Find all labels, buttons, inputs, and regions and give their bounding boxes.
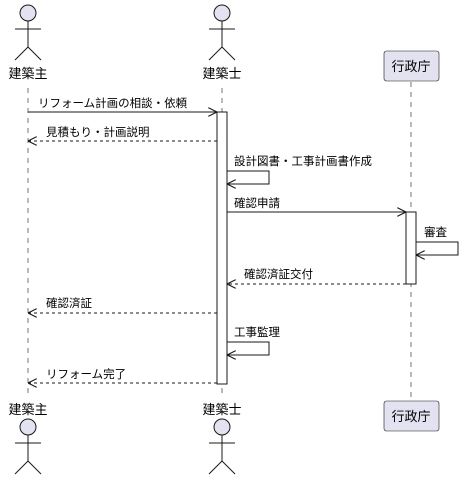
participant-label-owner-top: 建築主 (8, 67, 47, 82)
message-label-5: 審査 (424, 225, 447, 239)
message-arrow-3 (227, 170, 270, 184)
participant-label-admin-top: 行政庁 (391, 60, 430, 75)
message-label-2: 見積もり・計画説明 (46, 125, 150, 139)
message-label-3: 設計図書・工事計画書作成 (234, 154, 372, 168)
message-label-9: リフォーム完了 (46, 367, 126, 381)
activation-architect (216, 111, 228, 385)
participant-label-admin-bottom: 行政庁 (391, 410, 430, 425)
participant-label-owner-bottom: 建築主 (8, 403, 47, 418)
actor-architect-top (208, 4, 236, 61)
message-arrow-8 (227, 341, 270, 355)
actor-architect-bottom (208, 418, 236, 475)
participant-label-architect-bottom: 建築士 (202, 403, 241, 418)
participant-box-admin-bottom (383, 400, 440, 432)
activation-admin (405, 211, 417, 285)
message-label-7: 確認済証 (46, 296, 92, 310)
message-label-6: 確認済証交付 (244, 267, 313, 281)
message-label-4: 確認申請 (234, 196, 280, 210)
message-arrow-5 (416, 241, 459, 255)
actor-owner-top (14, 4, 42, 61)
message-label-1: リフォーム計画の相談・依頼 (38, 96, 188, 110)
message-label-8: 工事監理 (234, 325, 280, 339)
participant-label-architect-top: 建築士 (202, 67, 241, 82)
actor-owner-bottom (14, 418, 42, 475)
participant-box-admin-top (383, 50, 440, 82)
